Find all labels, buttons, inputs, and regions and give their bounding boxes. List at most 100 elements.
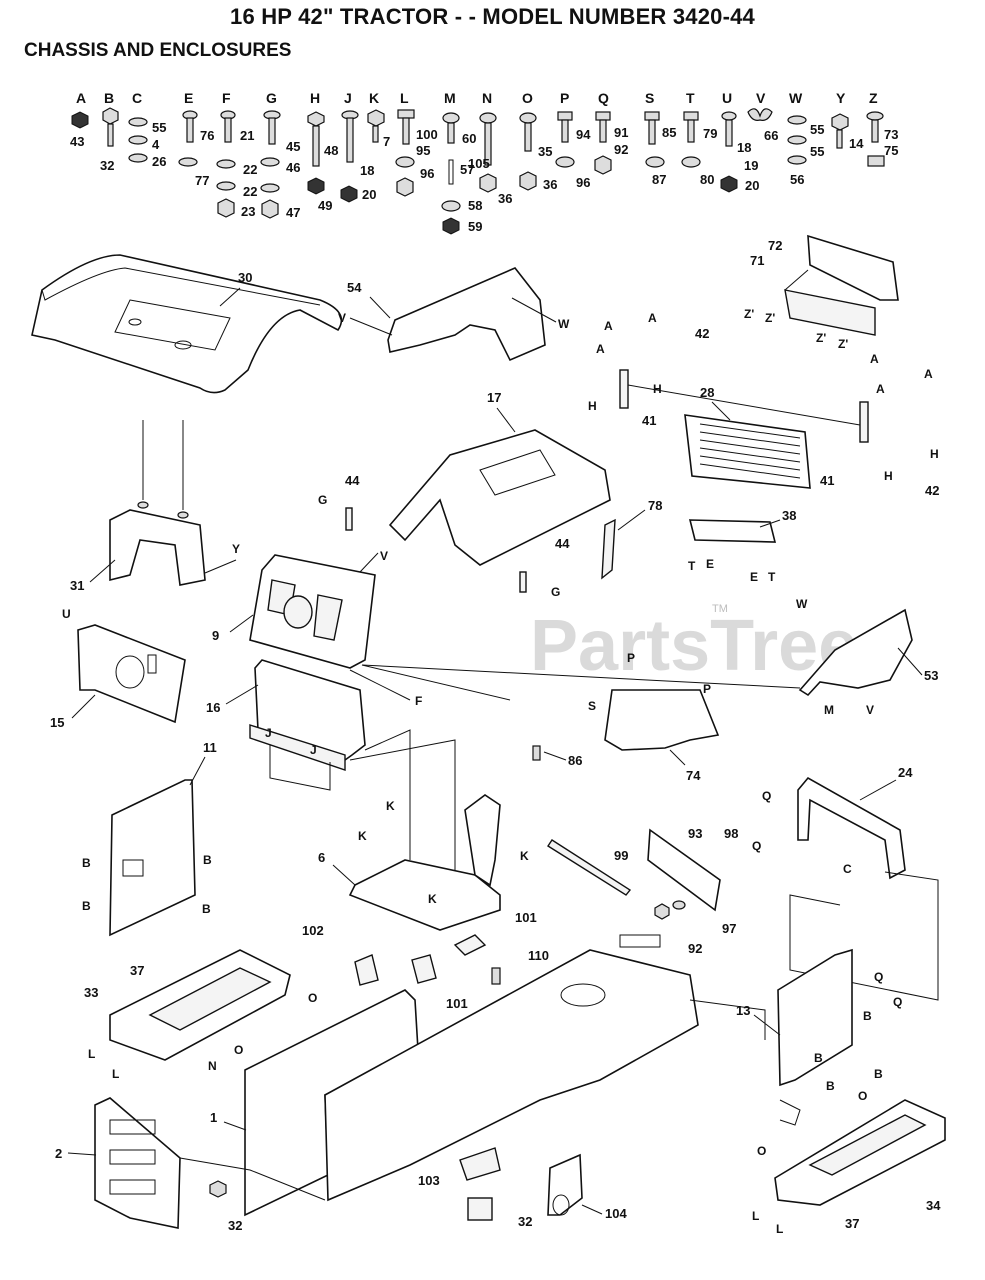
pn-54: 54	[347, 280, 362, 295]
bolt-head-icon	[442, 112, 460, 124]
washer-icon	[216, 159, 236, 169]
plate-6: 6 K K K K	[318, 794, 529, 931]
pn-11: 11	[203, 740, 217, 755]
hw-letter-c: C	[132, 90, 142, 106]
hw-letter-z: Z	[869, 90, 878, 106]
hw-num-60: 60	[462, 131, 476, 146]
hw-letter-t: T	[686, 90, 695, 106]
footrest-33-37: 37 33 O O L L N	[84, 949, 317, 1081]
ref-l-4: L	[776, 1222, 783, 1236]
hw-letter-o: O	[522, 90, 533, 106]
hw-num-92: 92	[614, 142, 628, 157]
hw-letter-h: H	[310, 90, 320, 106]
hw-num-22: 22	[243, 162, 257, 177]
hw-num-96: 96	[420, 166, 434, 181]
hw-num-47: 47	[286, 205, 300, 220]
pn-17: 17	[487, 390, 501, 405]
hw-num-55c: 55	[810, 144, 824, 159]
ref-b-13-3: B	[874, 1067, 883, 1081]
hw-letter-g: G	[266, 90, 277, 106]
bolt-head-icon	[644, 111, 660, 121]
watermark-tm: TM	[712, 603, 728, 615]
ref-b-13-4: B	[826, 1079, 835, 1093]
hw-num-36: 36	[498, 191, 512, 206]
ref-j-1: J	[265, 726, 272, 740]
hw-letter-s: S	[645, 90, 654, 106]
bolt-shank-icon	[484, 122, 492, 166]
pn-32-left: 32	[228, 1218, 242, 1233]
bolt-shank-icon	[648, 119, 656, 145]
ref-z-1: Z'	[744, 307, 754, 321]
ref-k-4: K	[520, 849, 529, 863]
ref-a-2: A	[648, 311, 657, 325]
ref-a-6: A	[876, 382, 885, 396]
ref-t-1: T	[688, 559, 696, 573]
ref-u-15: U	[62, 607, 71, 621]
washer-icon	[178, 157, 198, 167]
pn-6: 6	[318, 850, 325, 865]
grille-assembly-72-71: 72 71 Z' Z' Z' Z'	[744, 234, 899, 351]
ref-y-31: Y	[232, 542, 240, 556]
brackets-103-104: 103 32 104	[418, 1147, 627, 1229]
hw-num-91: 91	[614, 125, 628, 140]
washer-icon	[128, 153, 148, 163]
hw-num-14: 14	[849, 136, 864, 151]
washer-icon	[260, 183, 280, 193]
ref-w-54: W	[558, 317, 570, 331]
bolt-shank-icon	[402, 117, 410, 145]
frame-1: 1	[210, 934, 766, 1217]
hw-num-49: 49	[318, 198, 332, 213]
hw-num-100: 100	[416, 127, 438, 142]
hw-letter-n: N	[482, 90, 492, 106]
pn-110: 110	[528, 948, 549, 963]
pn-71: 71	[750, 253, 764, 268]
hex-nut-icon	[340, 185, 358, 203]
pn-97: 97	[722, 921, 736, 936]
ref-t-2: T	[768, 570, 776, 584]
pn-41-left: 41	[642, 413, 656, 428]
hw-num-46: 46	[286, 160, 300, 175]
ref-s-74: S	[588, 699, 596, 713]
clip-44-top	[345, 507, 353, 531]
hex-bolt-head-icon	[367, 109, 385, 127]
hw-letter-p: P	[560, 90, 569, 106]
hw-letter-e: E	[184, 90, 193, 106]
pn-2: 2	[55, 1146, 62, 1161]
ref-o-1: O	[308, 991, 317, 1005]
hex-bolt-head-icon	[307, 111, 325, 127]
bolt-shank-icon	[268, 117, 276, 145]
hw-num-73: 73	[884, 127, 898, 142]
hood-30: 30	[31, 254, 343, 510]
plate-74: 74 P P S	[588, 651, 720, 783]
hex-nut-icon	[594, 155, 612, 175]
ref-v-54: V	[338, 311, 346, 325]
pn-44-top: 44	[345, 473, 360, 488]
bolt-head-icon	[721, 111, 737, 121]
hw-num-19: 19	[744, 158, 758, 173]
hex-bolt-head-icon	[102, 107, 119, 125]
hw-num-87: 87	[652, 172, 666, 187]
brackets-101-102: 101 102 101 110	[302, 910, 549, 1011]
ref-g-2: G	[551, 585, 560, 599]
pin-icon	[448, 159, 454, 185]
hw-num-80: 80	[700, 172, 714, 187]
pn-53: 53	[924, 668, 938, 683]
ref-o-4: O	[757, 1144, 766, 1158]
pn-93: 93	[688, 826, 702, 841]
hw-num-58: 58	[468, 198, 482, 213]
bolt-shank-icon	[871, 119, 879, 143]
plate-93: 93 98 97 92	[647, 826, 738, 956]
hw-num-36b: 36	[543, 177, 557, 192]
hw-num-105: 105	[468, 156, 490, 171]
bolt-shank-icon	[836, 129, 843, 149]
ref-l-3: L	[752, 1209, 759, 1223]
bracket-31: 31 Y	[70, 501, 240, 593]
washer-icon	[787, 155, 807, 165]
hw-num-45: 45	[286, 139, 300, 154]
bolt-shank-icon	[186, 117, 194, 143]
hex-nut-icon	[479, 173, 497, 193]
hex-nut-icon	[396, 177, 414, 197]
bolt-shank-icon	[447, 122, 455, 144]
hw-letter-u: U	[722, 90, 732, 106]
hw-num-22b: 22	[243, 184, 257, 199]
